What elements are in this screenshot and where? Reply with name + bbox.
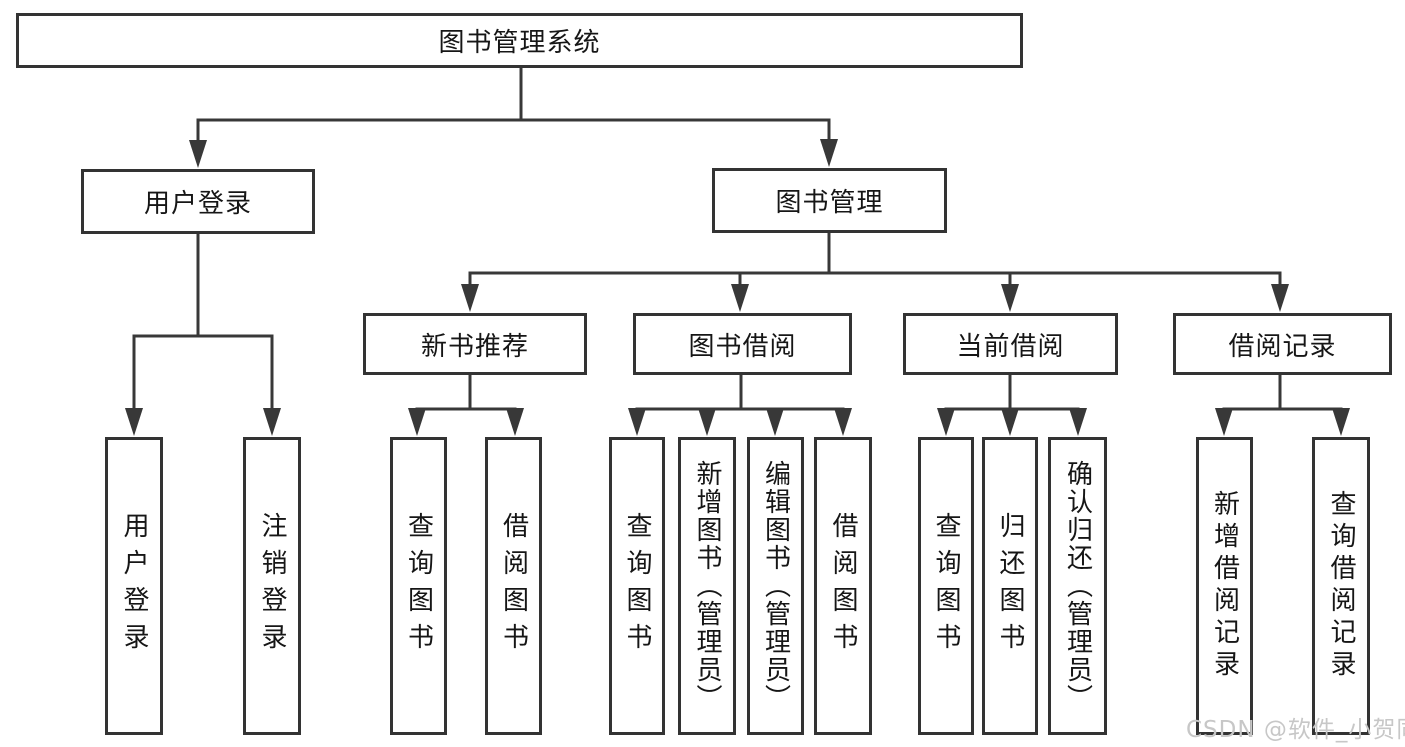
node-leaf-label: 查询图书 xyxy=(622,512,652,660)
arrowhead-icon xyxy=(189,140,207,168)
node-leaf-label: 新增图书（管理员） xyxy=(692,460,722,712)
node-leaf-user-login: 用户登录 xyxy=(105,437,163,735)
arrowhead-icon xyxy=(125,408,143,436)
node-leaf-logout: 注销登录 xyxy=(243,437,301,735)
arrowhead-icon xyxy=(263,408,281,436)
node-new-book-recommend-label: 新书推荐 xyxy=(420,331,529,362)
node-leaf-label: 用户登录 xyxy=(119,512,149,660)
arrowhead-icon xyxy=(1271,284,1289,312)
arrowhead-icon xyxy=(1001,408,1019,436)
node-leaf-label: 确认归还（管理员） xyxy=(1062,460,1093,712)
node-book-borrow: 图书借阅 xyxy=(633,313,852,375)
node-leaf-query-borrow-record: 查询借阅记录 xyxy=(1312,437,1370,735)
arrowhead-icon xyxy=(937,408,955,436)
node-borrow-records-label: 借阅记录 xyxy=(1228,331,1337,362)
node-leaf-label: 新增借阅记录 xyxy=(1209,490,1240,682)
arrowhead-icon xyxy=(1332,408,1350,436)
node-leaf-borrow-book-2: 借阅图书 xyxy=(814,437,872,735)
connector-root-to-level2 xyxy=(189,66,838,168)
node-leaf-label: 借阅图书 xyxy=(828,512,858,660)
node-new-book-recommend: 新书推荐 xyxy=(363,313,587,375)
arrowhead-icon xyxy=(766,408,784,436)
node-leaf-label: 查询借阅记录 xyxy=(1326,490,1356,682)
node-leaf-return-book: 归还图书 xyxy=(982,437,1038,735)
node-user-login: 用户登录 xyxy=(81,169,315,234)
node-leaf-confirm-return-admin: 确认归还（管理员） xyxy=(1048,437,1107,735)
node-leaf-label: 借阅图书 xyxy=(498,512,529,660)
node-leaf-add-borrow-record: 新增借阅记录 xyxy=(1196,437,1253,735)
node-leaf-query-book-3: 查询图书 xyxy=(918,437,974,735)
node-leaf-label: 查询图书 xyxy=(931,512,961,660)
node-current-borrow-label: 当前借阅 xyxy=(956,331,1065,362)
node-book-management-label: 图书管理 xyxy=(775,188,884,218)
node-leaf-label: 归还图书 xyxy=(995,512,1025,660)
node-root: 图书管理系统 xyxy=(16,13,1023,68)
node-user-login-label: 用户登录 xyxy=(143,189,252,219)
connector-borrowrecord-to-leaves xyxy=(1215,373,1350,436)
connector-userlogin-to-leaves xyxy=(125,232,281,436)
csdn-watermark: CSDN @软件_小贺同学 xyxy=(1186,717,1405,743)
node-leaf-borrow-book-1: 借阅图书 xyxy=(485,437,542,735)
arrowhead-icon xyxy=(820,139,838,167)
node-current-borrow: 当前借阅 xyxy=(903,313,1118,375)
arrowhead-icon xyxy=(834,408,852,436)
node-leaf-query-book-2: 查询图书 xyxy=(609,437,665,735)
node-leaf-edit-book-admin: 编辑图书（管理员） xyxy=(747,437,804,735)
node-leaf-add-book-admin: 新增图书（管理员） xyxy=(678,437,736,735)
arrowhead-icon xyxy=(408,408,426,436)
arrowhead-icon xyxy=(731,284,749,312)
node-book-borrow-label: 图书借阅 xyxy=(688,331,797,362)
node-borrow-records: 借阅记录 xyxy=(1173,313,1392,375)
arrowhead-icon xyxy=(1001,284,1019,312)
arrowhead-icon xyxy=(1069,408,1087,436)
arrowhead-icon xyxy=(1215,408,1233,436)
arrowhead-icon xyxy=(506,408,524,436)
connector-bookborrow-to-leaves xyxy=(628,373,852,436)
connector-bookmgmt-to-level3 xyxy=(461,231,1289,312)
arrowhead-icon xyxy=(461,284,479,312)
arrowhead-icon xyxy=(628,408,646,436)
connector-newbook-to-leaves xyxy=(408,373,524,436)
node-leaf-label: 编辑图书（管理员） xyxy=(760,460,791,712)
arrowhead-icon xyxy=(698,408,716,436)
node-root-label: 图书管理系统 xyxy=(438,28,601,58)
connector-currentborrow-to-leaves xyxy=(937,373,1087,436)
node-leaf-label: 注销登录 xyxy=(257,512,287,660)
node-book-management: 图书管理 xyxy=(712,168,947,233)
node-leaf-query-book-1: 查询图书 xyxy=(390,437,447,735)
node-leaf-label: 查询图书 xyxy=(403,512,434,660)
